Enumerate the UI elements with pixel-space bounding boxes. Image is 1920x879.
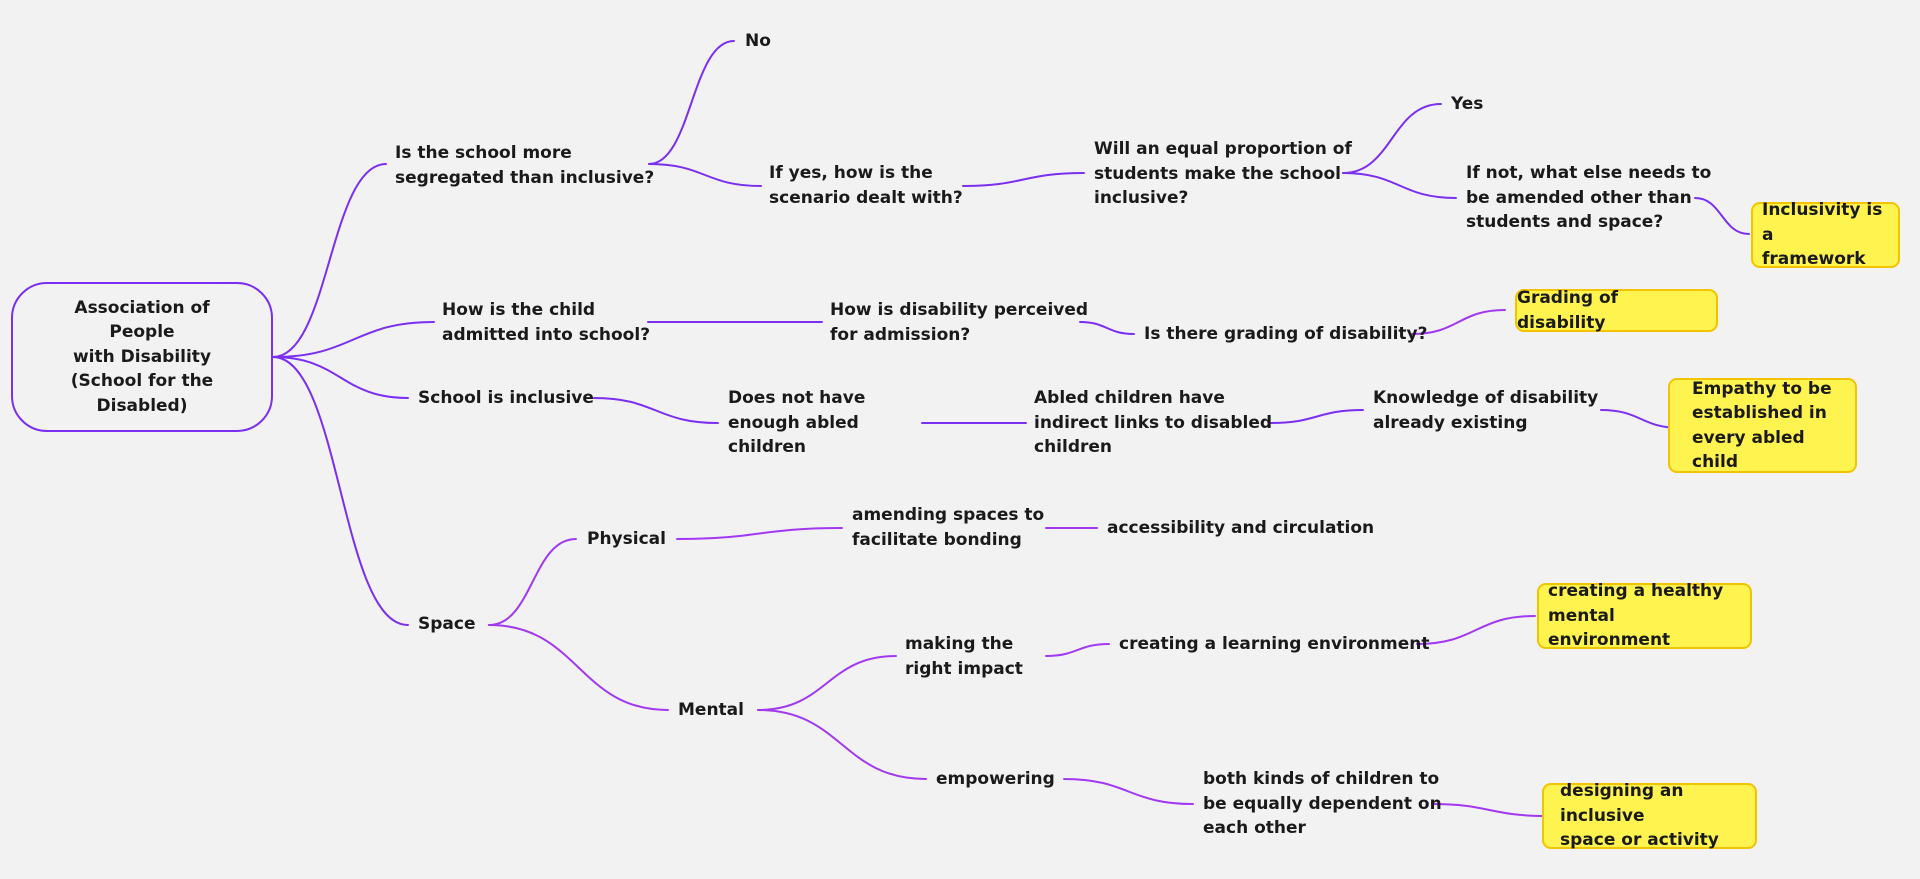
sticky-designing[interactable]: designing an inclusive space or activity: [1542, 781, 1757, 850]
edge-impact-learning: [1045, 643, 1110, 657]
node-space[interactable]: Space: [418, 614, 476, 634]
root-node[interactable]: Association of People with Disability (S…: [11, 282, 273, 432]
node-amending[interactable]: amending spaces to facilitate bonding: [852, 505, 1045, 550]
edge-learning-healthy: [1416, 615, 1536, 645]
edge-dependent-designing: [1431, 803, 1548, 817]
edge-segregated-ifyes: [648, 163, 762, 187]
edge-mental-empowering: [757, 709, 927, 780]
edge-indirect-knowledge: [1270, 409, 1364, 424]
edge-root-segregated: [272, 163, 387, 358]
edge-ifyes-equal: [962, 172, 1085, 187]
node-indirect-links[interactable]: Abled children have indirect links to di…: [1034, 388, 1273, 457]
node-if-yes[interactable]: If yes, how is the scenario dealt with?: [769, 163, 963, 208]
node-admitted[interactable]: How is the child admitted into school?: [442, 300, 651, 345]
node-equal-proportion[interactable]: Will an equal proportion of students mak…: [1094, 139, 1352, 208]
sticky-grading[interactable]: Grading of disability: [1515, 288, 1718, 333]
sticky-framework[interactable]: Inclusivity is a framework: [1751, 200, 1900, 269]
edge-root-admitted: [272, 321, 435, 358]
node-right-impact[interactable]: making the right impact: [905, 634, 1023, 679]
node-physical[interactable]: Physical: [587, 529, 666, 549]
node-no[interactable]: No: [745, 31, 771, 51]
node-accessibility[interactable]: accessibility and circulation: [1107, 518, 1375, 538]
edge-space-mental: [488, 624, 669, 711]
edge-inclusive-notenough: [593, 397, 719, 424]
node-mental[interactable]: Mental: [678, 700, 744, 720]
node-knowledge[interactable]: Knowledge of disability already existing: [1373, 388, 1599, 433]
edge-physical-amending: [676, 527, 843, 540]
node-not-enough[interactable]: Does not have enough abled children: [728, 388, 866, 457]
edge-segregated-no: [648, 40, 735, 165]
sticky-healthy[interactable]: creating a healthy mental environment: [1537, 581, 1752, 650]
edge-equal-ifnot: [1342, 172, 1457, 199]
edge-mental-impact: [757, 655, 897, 711]
node-learning-env[interactable]: creating a learning environment: [1119, 634, 1430, 654]
node-dependent[interactable]: both kinds of children to be equally dep…: [1203, 769, 1442, 838]
node-if-not[interactable]: If not, what else needs to be amended ot…: [1466, 163, 1712, 232]
edge-perceived-grading: [1079, 321, 1135, 335]
edge-empowering-dependent: [1063, 778, 1194, 805]
node-yes[interactable]: Yes: [1451, 94, 1484, 114]
sticky-empathy[interactable]: Empathy to be established in every abled…: [1668, 378, 1857, 473]
edge-root-space: [272, 356, 409, 626]
node-segregated[interactable]: Is the school more segregated than inclu…: [395, 143, 655, 188]
edge-equal-yes: [1342, 103, 1442, 174]
node-perceived[interactable]: How is disability perceived for admissio…: [830, 300, 1089, 345]
edge-root-inclusive: [272, 356, 409, 399]
node-inclusive[interactable]: School is inclusive: [418, 388, 594, 408]
node-grading-question[interactable]: Is there grading of disability?: [1144, 324, 1428, 344]
node-empowering[interactable]: empowering: [936, 769, 1055, 789]
edge-space-physical: [488, 538, 577, 626]
